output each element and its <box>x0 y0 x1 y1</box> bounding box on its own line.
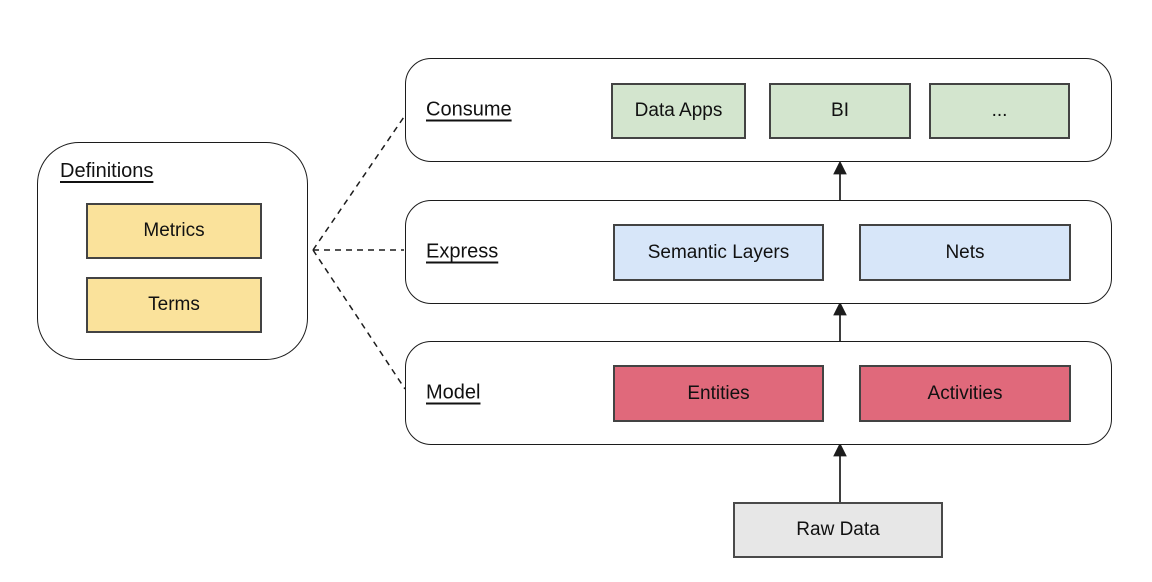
definitions-group: Definitions Metrics Terms <box>37 142 308 360</box>
definitions-label: Definitions <box>60 160 154 182</box>
bi-box: BI <box>769 83 911 139</box>
activities-box: Activities <box>859 365 1071 422</box>
consume-layer: Consume Data Apps BI ... <box>405 58 1112 162</box>
metrics-box: Metrics <box>86 203 262 259</box>
express-layer: Express Semantic Layers Nets <box>405 200 1112 304</box>
data-apps-box: Data Apps <box>611 83 746 139</box>
express-label: Express <box>426 240 499 263</box>
nets-box: Nets <box>859 224 1071 281</box>
model-label: Model <box>426 381 481 404</box>
dashed-connector-definitions-consume <box>312 113 407 251</box>
raw-data-box: Raw Data <box>733 502 943 558</box>
semantic-layers-box: Semantic Layers <box>613 224 824 281</box>
consume-label: Consume <box>426 98 512 121</box>
model-layer: Model Entities Activities <box>405 341 1112 445</box>
dashed-connector-definitions-model <box>312 249 406 390</box>
terms-box: Terms <box>86 277 262 333</box>
ellipsis-box: ... <box>929 83 1070 139</box>
entities-box: Entities <box>613 365 824 422</box>
